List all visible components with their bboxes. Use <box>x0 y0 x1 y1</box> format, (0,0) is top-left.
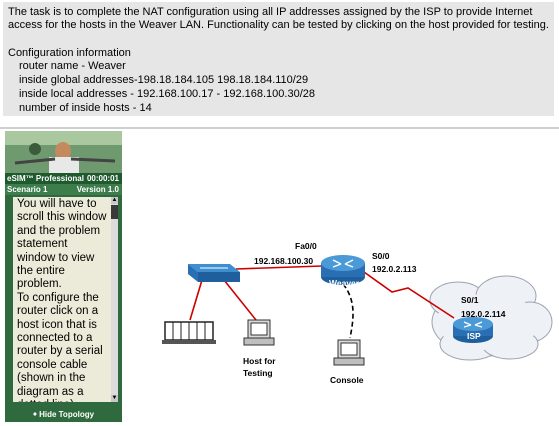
router-icon[interactable] <box>321 255 365 285</box>
link-switch-router <box>235 265 323 270</box>
console-host-icon[interactable] <box>333 339 365 366</box>
hide-topology-label: Hide Topology <box>39 410 95 419</box>
fa-interface-label: Fa0/0 <box>295 241 317 251</box>
product-bar: eSIM™ Professional 00:00:01 <box>5 173 122 184</box>
console-cable <box>342 283 354 339</box>
config-heading: Configuration information <box>8 47 131 59</box>
scenario-label: Scenario 1 <box>7 185 48 194</box>
router-name-label: Weaver <box>329 278 360 288</box>
timer: 00:00:01 <box>86 174 119 183</box>
hide-topology-button[interactable]: ꔷ Hide Topology <box>5 408 122 422</box>
scroll-up-icon[interactable]: ▲ <box>111 197 118 204</box>
link-switch-hub <box>189 279 203 321</box>
scroll-thumb[interactable] <box>111 205 118 219</box>
serial-link <box>363 271 455 319</box>
config-line: inside local addresses - 192.168.100.17 … <box>19 88 315 100</box>
network-icon: ꔷ <box>32 410 37 419</box>
isp-router-icon[interactable] <box>453 317 493 343</box>
fa-ip-label: 192.168.100.30 <box>254 256 313 266</box>
task-instruction: The task is to complete the NAT configur… <box>8 6 549 31</box>
config-line: inside global addresses-198.18.184.105 1… <box>19 74 309 86</box>
link-switch-host <box>223 279 257 321</box>
instructions-text: You will have to scroll this window and … <box>17 198 107 402</box>
isp-name-label: ISP <box>467 331 481 341</box>
version-label: Version 1.0 <box>76 185 119 194</box>
scrollbar[interactable]: ▲ ▼ <box>111 197 118 402</box>
sim-panel: eSIM™ Professional 00:00:01 Scenario 1 V… <box>5 131 122 422</box>
product-name: eSIM™ Professional <box>7 174 84 183</box>
scroll-down-icon[interactable]: ▼ <box>111 395 118 402</box>
host-testing-icon[interactable] <box>243 319 275 346</box>
isp-ip-label: 192.0.2.114 <box>461 309 506 319</box>
s0-ip-label: 192.0.2.113 <box>372 264 417 274</box>
config-line: router name - Weaver <box>19 60 126 72</box>
hub-icon[interactable] <box>162 321 216 344</box>
problem-statement: The task is to complete the NAT configur… <box>3 2 554 116</box>
switch-icon[interactable] <box>188 264 240 282</box>
banner-photo <box>5 131 122 173</box>
scenario-bar: Scenario 1 Version 1.0 <box>5 184 122 195</box>
console-label: Console <box>330 375 364 385</box>
divider <box>0 127 559 129</box>
isp-interface-label: S0/1 <box>461 295 479 305</box>
config-line: number of inside hosts - 14 <box>19 102 152 114</box>
s0-interface-label: S0/0 <box>372 251 390 261</box>
instructions-pane[interactable]: You will have to scroll this window and … <box>13 197 111 402</box>
